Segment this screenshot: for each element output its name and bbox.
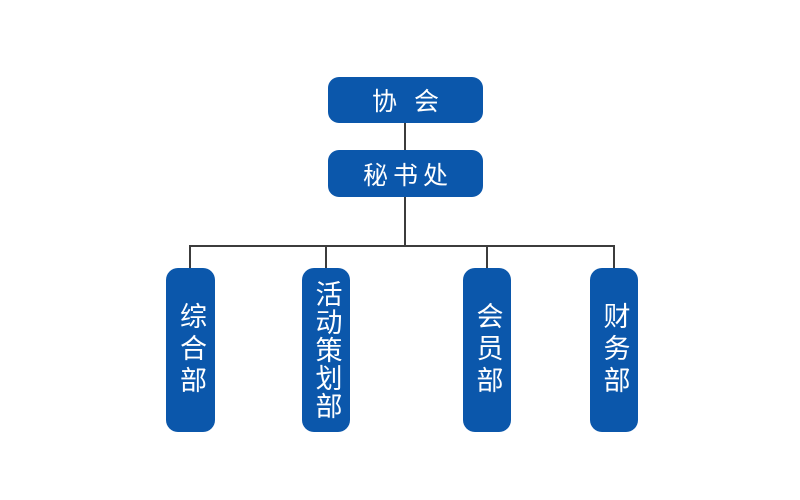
org-node-dept-activity-planning-label: 活动策划部 [311, 280, 342, 420]
org-node-dept-membership: 会员部 [463, 268, 511, 432]
connector-drop-activity-planning [325, 245, 327, 269]
org-node-dept-finance: 财务部 [590, 268, 638, 432]
org-node-secretariat: 秘书处 [328, 150, 483, 197]
org-node-dept-general-label: 综合部 [176, 302, 206, 398]
connector-drop-general [189, 245, 191, 269]
org-node-dept-activity-planning: 活动策划部 [302, 268, 350, 432]
connector-drop-finance [613, 245, 615, 269]
connector-root-to-secretariat [404, 123, 406, 150]
connector-drop-membership [486, 245, 488, 269]
org-node-dept-general: 综合部 [166, 268, 215, 432]
org-node-dept-membership-label: 会员部 [472, 302, 503, 398]
connector-horizontal-bar [189, 245, 615, 247]
org-node-association-label: 协 会 [372, 88, 444, 116]
connector-secretariat-trunk [404, 197, 406, 246]
org-node-secretariat-label: 秘书处 [362, 161, 453, 190]
org-node-association: 协 会 [328, 77, 483, 123]
org-node-dept-finance-label: 财务部 [599, 302, 630, 398]
